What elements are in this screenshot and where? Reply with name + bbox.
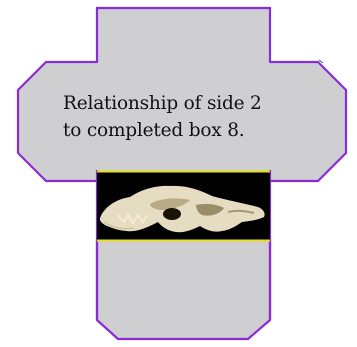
bottom-panel [97,240,270,339]
caption-text: Relationship of side 2 to completed box … [63,90,313,144]
skull-photo [97,171,270,241]
caption-line-1: Relationship of side 2 [63,90,313,117]
caption-line-2: to completed box 8. [63,117,313,144]
